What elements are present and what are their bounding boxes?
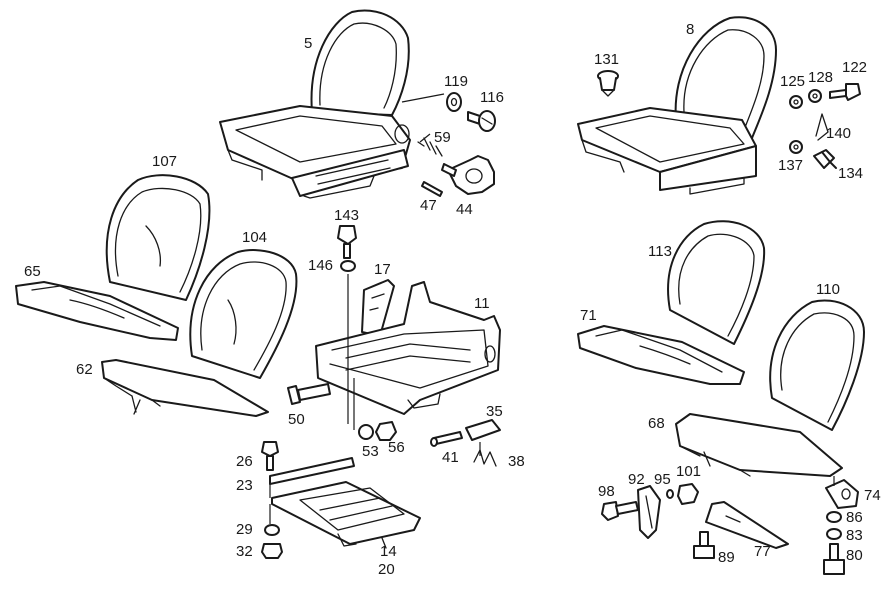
spring-59 (417, 137, 443, 157)
washer-83 (826, 528, 842, 540)
label-92: 92 (628, 471, 645, 488)
label-14: 14 (380, 543, 397, 560)
label-128: 128 (808, 69, 833, 86)
label-29: 29 (236, 521, 253, 538)
cushion-65 (15, 281, 179, 341)
label-125: 125 (780, 73, 805, 90)
cushion-71 (577, 325, 745, 385)
seat-assembly-5 (219, 9, 411, 199)
screw-116 (467, 110, 496, 132)
label-107: 107 (152, 153, 177, 170)
bolt-26 (261, 441, 279, 471)
label-137: 137 (778, 157, 803, 174)
clip-140 (815, 113, 829, 141)
label-5: 5 (304, 35, 312, 52)
backrest-107 (105, 174, 211, 301)
bracket-74 (825, 479, 859, 509)
label-53: 53 (362, 443, 379, 460)
label-32: 32 (236, 543, 253, 560)
label-95: 95 (654, 471, 671, 488)
label-131: 131 (594, 51, 619, 68)
label-71: 71 (580, 307, 597, 324)
label-38: 38 (508, 453, 525, 470)
plate-77 (705, 501, 789, 549)
cushion-68 (675, 413, 843, 477)
label-11: 11 (474, 295, 490, 312)
part-labels: 5 8 119 116 59 47 44 107 104 65 62 143 1… (24, 21, 881, 578)
bracket-35 (465, 419, 501, 441)
label-116: 116 (480, 89, 504, 106)
nut-32 (261, 543, 283, 559)
bolt-50 (287, 383, 331, 405)
label-20: 20 (378, 561, 395, 578)
washer-128 (808, 89, 822, 103)
label-68: 68 (648, 415, 665, 432)
label-98: 98 (598, 483, 615, 500)
bolt-134 (813, 149, 837, 169)
label-122: 122 (842, 59, 867, 76)
base-plate-14-20 (271, 481, 421, 549)
washer-95 (666, 489, 674, 499)
label-143: 143 (334, 207, 359, 224)
label-146: 146 (308, 257, 333, 274)
label-23: 23 (236, 477, 253, 494)
label-47: 47 (420, 197, 437, 214)
label-134: 134 (838, 165, 863, 182)
washer-125 (789, 95, 803, 109)
label-59: 59 (434, 129, 451, 146)
knob-44 (441, 155, 495, 195)
washer-86 (826, 511, 842, 523)
label-44: 44 (456, 201, 473, 218)
label-35: 35 (486, 403, 503, 420)
bracket-92 (637, 485, 661, 539)
backrest-113 (667, 220, 766, 345)
label-86: 86 (846, 509, 863, 526)
seat-frame-11 (315, 281, 501, 415)
bolt-143 (337, 225, 357, 259)
bolt-80 (823, 543, 845, 575)
bolt-89 (693, 531, 715, 559)
bolt-122 (829, 83, 861, 101)
seat-assembly-8 (577, 16, 777, 195)
label-41: 41 (442, 449, 459, 466)
backrest-104 (189, 249, 298, 379)
grommet-131 (597, 70, 619, 97)
label-140: 140 (826, 125, 851, 142)
nut-101 (677, 483, 699, 505)
washer-29 (264, 524, 280, 536)
washer-146 (340, 260, 356, 272)
label-110: 110 (816, 281, 840, 298)
label-104: 104 (242, 229, 267, 246)
bolt-98 (601, 501, 639, 521)
label-101: 101 (676, 463, 701, 480)
pin-47 (421, 181, 443, 197)
label-56: 56 (388, 439, 405, 456)
label-26: 26 (236, 453, 253, 470)
label-50: 50 (288, 411, 305, 428)
washer-119 (446, 92, 462, 112)
label-17: 17 (374, 261, 391, 278)
label-83: 83 (846, 527, 863, 544)
label-113: 113 (648, 243, 672, 260)
bracket-17 (361, 279, 395, 337)
leader-lines (269, 93, 835, 524)
label-89: 89 (718, 549, 735, 566)
label-62: 62 (76, 361, 93, 378)
label-65: 65 (24, 263, 41, 280)
nut-56 (375, 421, 397, 441)
washer-53 (358, 424, 374, 440)
pin-41 (430, 431, 463, 447)
label-8: 8 (686, 21, 694, 38)
backrest-110 (769, 299, 865, 431)
label-74: 74 (864, 487, 881, 504)
label-77: 77 (754, 543, 771, 560)
clip-38 (473, 449, 497, 467)
washer-137 (789, 140, 803, 154)
label-119: 119 (444, 73, 468, 90)
rail-23 (269, 457, 355, 485)
cushion-62 (101, 359, 269, 417)
label-80: 80 (846, 547, 863, 564)
